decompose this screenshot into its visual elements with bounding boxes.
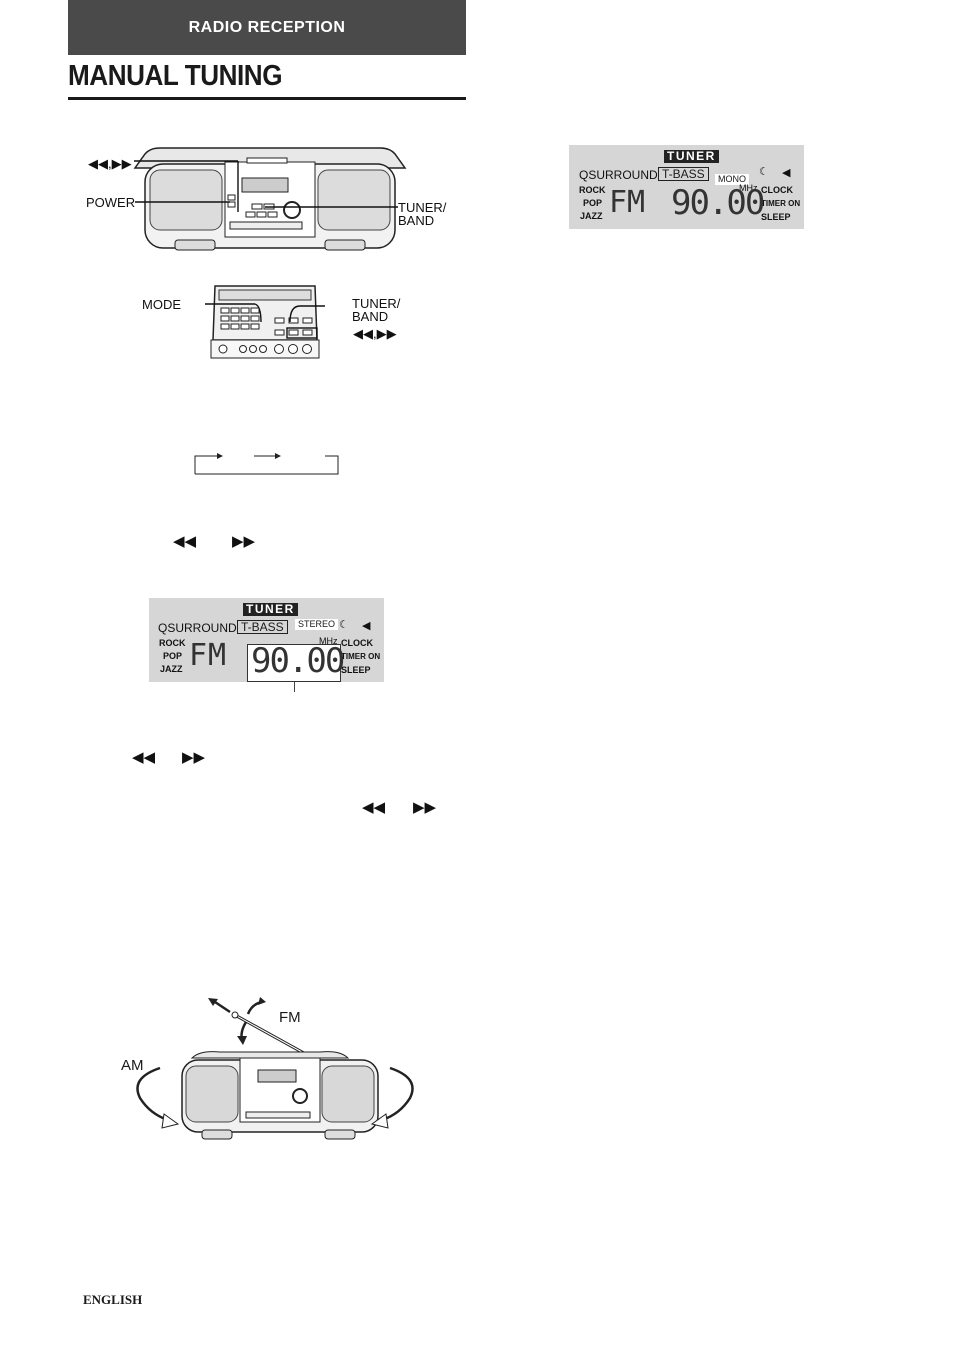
fm-antenna-label: FM: [279, 1009, 301, 1026]
lcd-left-label-pop: POP: [163, 651, 183, 661]
frequency-pointer-line: [294, 682, 295, 692]
lcd-right-label-timer: TIMER ON: [761, 199, 801, 208]
control-panel-figure: [175, 280, 353, 362]
lcd-band: FM: [189, 638, 228, 673]
lcd-right-label-sleep: SLEEP: [761, 212, 791, 222]
lcd-left-label-jazz: JAZZ: [160, 664, 183, 674]
step3-skip-fwd-icon: ▶▶: [413, 799, 437, 816]
antenna-figure: [120, 990, 420, 1150]
band-cycle-arrows: [194, 453, 339, 475]
step-skip-back-icon: ◀◀: [173, 533, 197, 550]
unit-front-figure: [80, 140, 460, 260]
lcd-display-stereo: TUNER QSURROUND T-BASS STEREO ☾ ◀ MHz RO…: [149, 598, 384, 682]
lcd-left-label-rock: ROCK: [579, 185, 606, 195]
lcd-tbass: T-BASS: [237, 620, 288, 634]
lcd-frequency: 90.00: [671, 183, 765, 223]
lcd-band: FM: [609, 185, 646, 220]
boombox-front-illustration: [133, 147, 407, 251]
lcd-qsurround: QSURROUND: [158, 621, 237, 635]
lcd-left-label-jazz: JAZZ: [580, 211, 603, 221]
lcd-right-label-clock: CLOCK: [761, 185, 793, 195]
fig2-skip-label: ◀◀,▶▶: [353, 326, 397, 341]
lcd-tuner-badge: TUNER: [664, 150, 719, 163]
lcd-right-label-sleep: SLEEP: [341, 665, 371, 675]
fig1-tuner-band-label: TUNER/ BAND: [398, 200, 447, 228]
fig1-skip-label: ◀◀,▶▶: [88, 156, 132, 171]
lcd-mhz: MHz: [319, 636, 338, 646]
lcd-mode-indicator: MONO: [715, 174, 749, 185]
lcd-right-label-timer: TIMER ON: [341, 652, 381, 661]
am-antenna-label: AM: [121, 1057, 144, 1074]
lcd-mode-indicator: STEREO: [295, 619, 339, 630]
antenna-illustration: [136, 997, 414, 1140]
title-rule: [68, 97, 466, 100]
lcd-mhz: MHz: [739, 183, 758, 193]
lcd-frequency-box: 90.00: [247, 641, 345, 682]
step3-skip-back-icon: ◀◀: [362, 799, 386, 816]
fig2-mode-label: MODE: [142, 297, 181, 312]
lcd-left-triangle-icon: ◀: [362, 620, 371, 632]
fig1-power-label: POWER: [86, 195, 136, 210]
lcd-frequency: 90.00: [251, 641, 345, 681]
step-skip-fwd-icon: ▶▶: [232, 533, 256, 550]
control-panel-illustration: [175, 285, 353, 359]
step2-skip-fwd-icon: ▶▶: [182, 749, 206, 766]
lcd-signal-icon: ☾: [759, 166, 769, 178]
section-header: RADIO RECEPTION: [68, 0, 466, 55]
lcd-tbass: T-BASS: [658, 167, 709, 181]
lcd-qsurround: QSURROUND: [579, 168, 658, 182]
lcd-left-triangle-icon: ◀: [782, 167, 791, 179]
lcd-tuner-badge: TUNER: [243, 603, 298, 616]
lcd-signal-icon: ☾: [339, 619, 349, 631]
fig2-tuner-band-label: TUNER/ BAND: [352, 296, 401, 324]
lcd-display-mono: TUNER QSURROUND T-BASS MONO ☾ ◀ MHz ROCK…: [569, 145, 804, 229]
band-cycle-diagram: [190, 446, 342, 478]
section-title: RADIO RECEPTION: [188, 18, 346, 36]
lcd-left-label-rock: ROCK: [159, 638, 186, 648]
lcd-left-label-pop: POP: [583, 198, 603, 208]
step2-skip-back-icon: ◀◀: [132, 749, 156, 766]
lcd-right-label-clock: CLOCK: [341, 638, 373, 648]
page-title: MANUAL TUNING: [68, 60, 283, 92]
footer-language: ENGLISH: [83, 1292, 143, 1307]
